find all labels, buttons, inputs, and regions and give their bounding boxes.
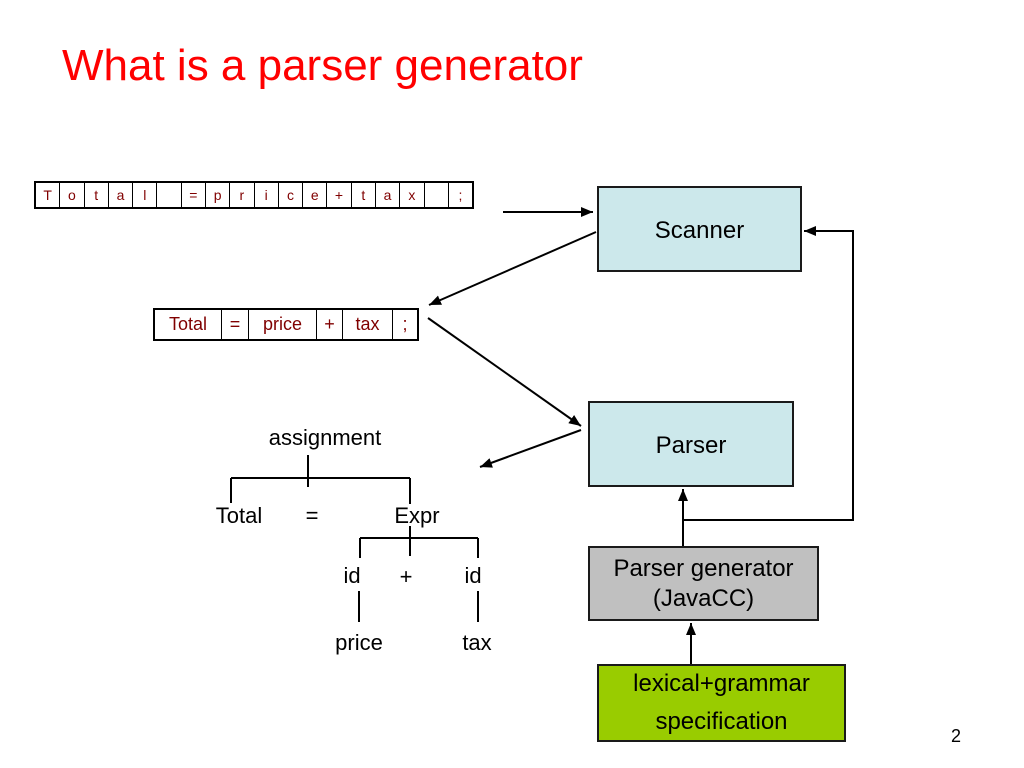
token-cell: price xyxy=(248,310,316,339)
token-cell: ; xyxy=(392,310,417,339)
specification-box: lexical+grammar specification xyxy=(597,664,846,742)
char-cell xyxy=(156,183,180,207)
arrow-tokens-to-parser xyxy=(427,317,582,427)
character-stream-table: T o t a l = p r i c e + t a x ; xyxy=(34,181,474,209)
tree-node: + xyxy=(400,564,413,589)
parser-generator-box: Parser generator (JavaCC) xyxy=(588,546,819,621)
token-cell: tax xyxy=(342,310,392,339)
char-cell: t xyxy=(83,183,108,207)
tree-node-root: assignment xyxy=(269,425,382,450)
tree-node: Total xyxy=(216,503,262,528)
tree-leaf: price xyxy=(335,630,383,655)
char-cell: = xyxy=(180,183,205,207)
char-cell: a xyxy=(107,183,132,207)
arrow-scanner-to-tokens xyxy=(428,231,597,306)
tree-leaf: tax xyxy=(462,630,491,655)
token-cell: Total xyxy=(168,314,208,334)
char-cell: a xyxy=(374,183,399,207)
parser-generator-tool: (JavaCC) xyxy=(652,584,755,612)
char-cell: r xyxy=(229,183,253,207)
arrow-parser-to-tree xyxy=(479,429,582,468)
parser-generator-label: Parser generator xyxy=(613,554,794,582)
char-cell: p xyxy=(204,183,229,207)
char-cell: i xyxy=(253,183,278,207)
char-cell: T xyxy=(43,187,52,203)
scanner-box: Scanner xyxy=(597,186,802,272)
tree-node: Expr xyxy=(394,503,439,528)
char-cell: t xyxy=(350,183,375,207)
tree-node: id xyxy=(343,563,360,588)
slide-title: What is a parser generator xyxy=(62,41,583,90)
tree-node: id xyxy=(464,563,481,588)
parser-box: Parser xyxy=(588,401,794,487)
token-stream-table: Total = price + tax ; xyxy=(153,308,419,341)
parser-label: Parser xyxy=(655,432,727,459)
specification-label-line1: lexical+grammar xyxy=(633,670,810,697)
scanner-label: Scanner xyxy=(654,217,745,244)
page-number: 2 xyxy=(951,726,961,746)
char-cell: ; xyxy=(447,183,472,207)
char-cell: c xyxy=(277,183,302,207)
token-cell: + xyxy=(316,310,342,339)
char-cell: l xyxy=(132,183,156,207)
token-cell: = xyxy=(221,310,248,339)
specification-label-line2: specification xyxy=(655,708,788,735)
char-cell xyxy=(423,183,448,207)
char-cell: + xyxy=(326,183,350,207)
tree-node: = xyxy=(306,503,319,528)
arrow-generator-to-scanner xyxy=(683,226,854,521)
char-cell: x xyxy=(399,183,423,207)
char-cell: o xyxy=(59,183,83,207)
char-cell: e xyxy=(302,183,326,207)
